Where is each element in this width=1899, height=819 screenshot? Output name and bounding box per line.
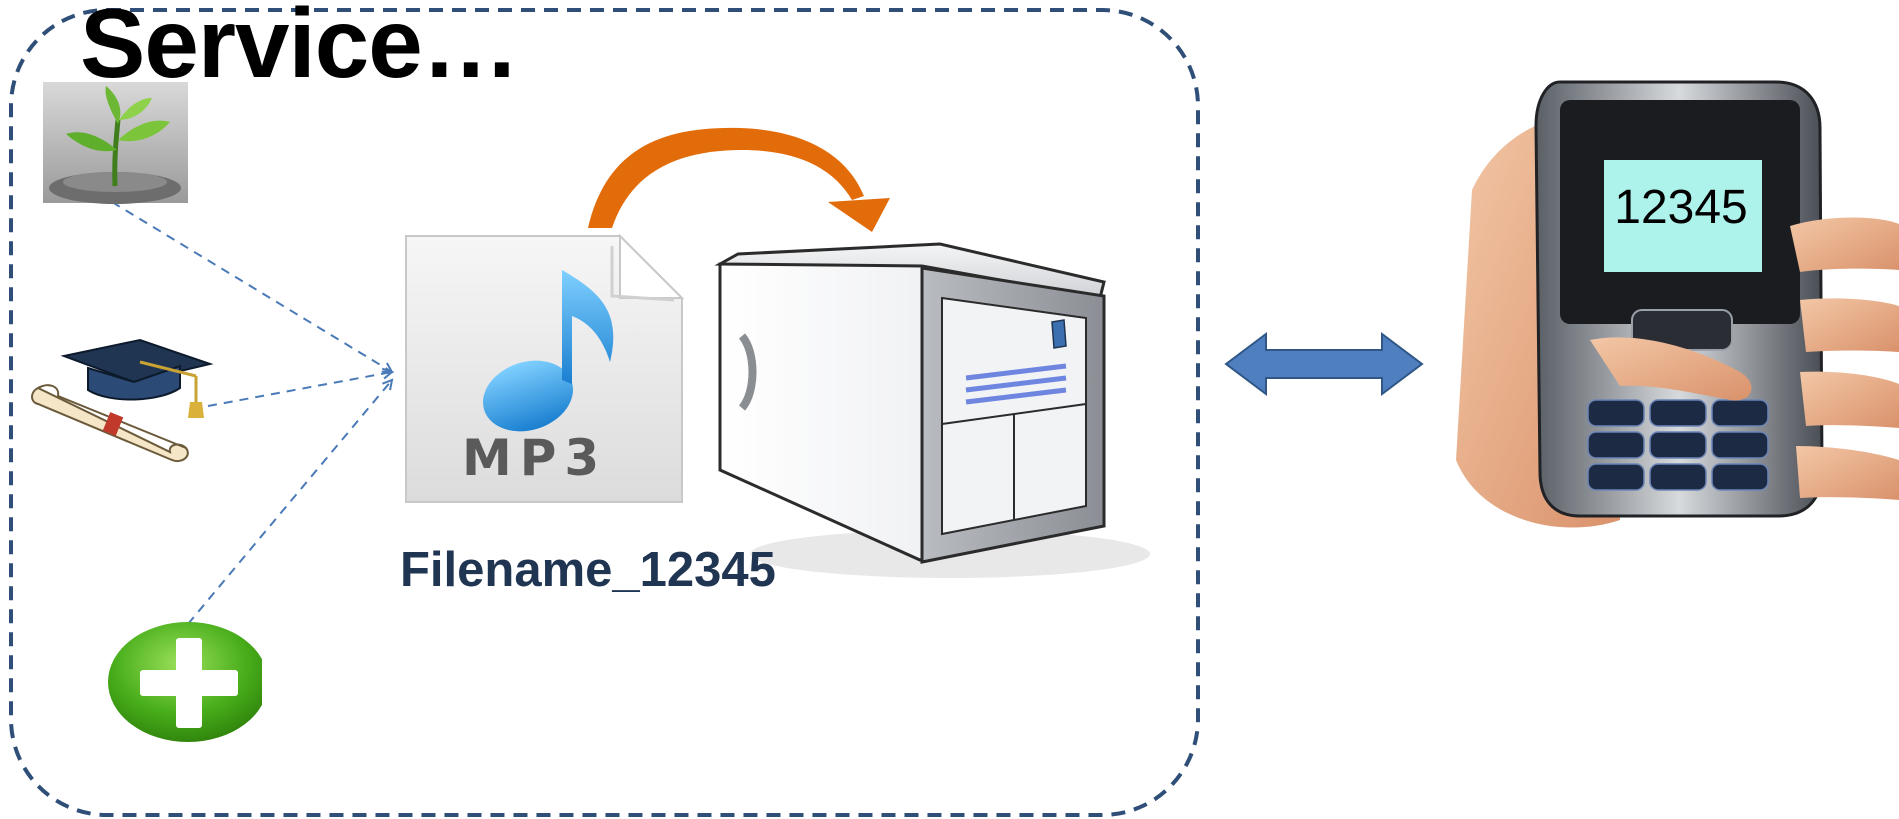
input-links (111, 201, 392, 625)
page-title: Service… (80, 0, 520, 98)
plus-circle-icon (108, 610, 278, 750)
server-tower-icon (714, 242, 1150, 578)
filename-label: Filename_12345 (400, 543, 776, 597)
link-add-to-file (187, 380, 392, 625)
mp3-file-icon (405, 233, 685, 503)
mp3-file-badge: MP3 (462, 429, 608, 487)
bidirectional-arrow (1224, 332, 1424, 396)
link-plant-to-file (111, 201, 392, 372)
upload-curved-arrow (588, 127, 890, 232)
phone-screen-number: 12345 (1614, 181, 1748, 234)
plant-sprout-icon (43, 82, 188, 204)
graduation-cap-diploma-icon (31, 338, 214, 462)
service-boundary (9, 8, 1200, 817)
link-graduation-to-file (207, 372, 392, 407)
mobile-phone-in-hand-icon (1452, 72, 1899, 538)
